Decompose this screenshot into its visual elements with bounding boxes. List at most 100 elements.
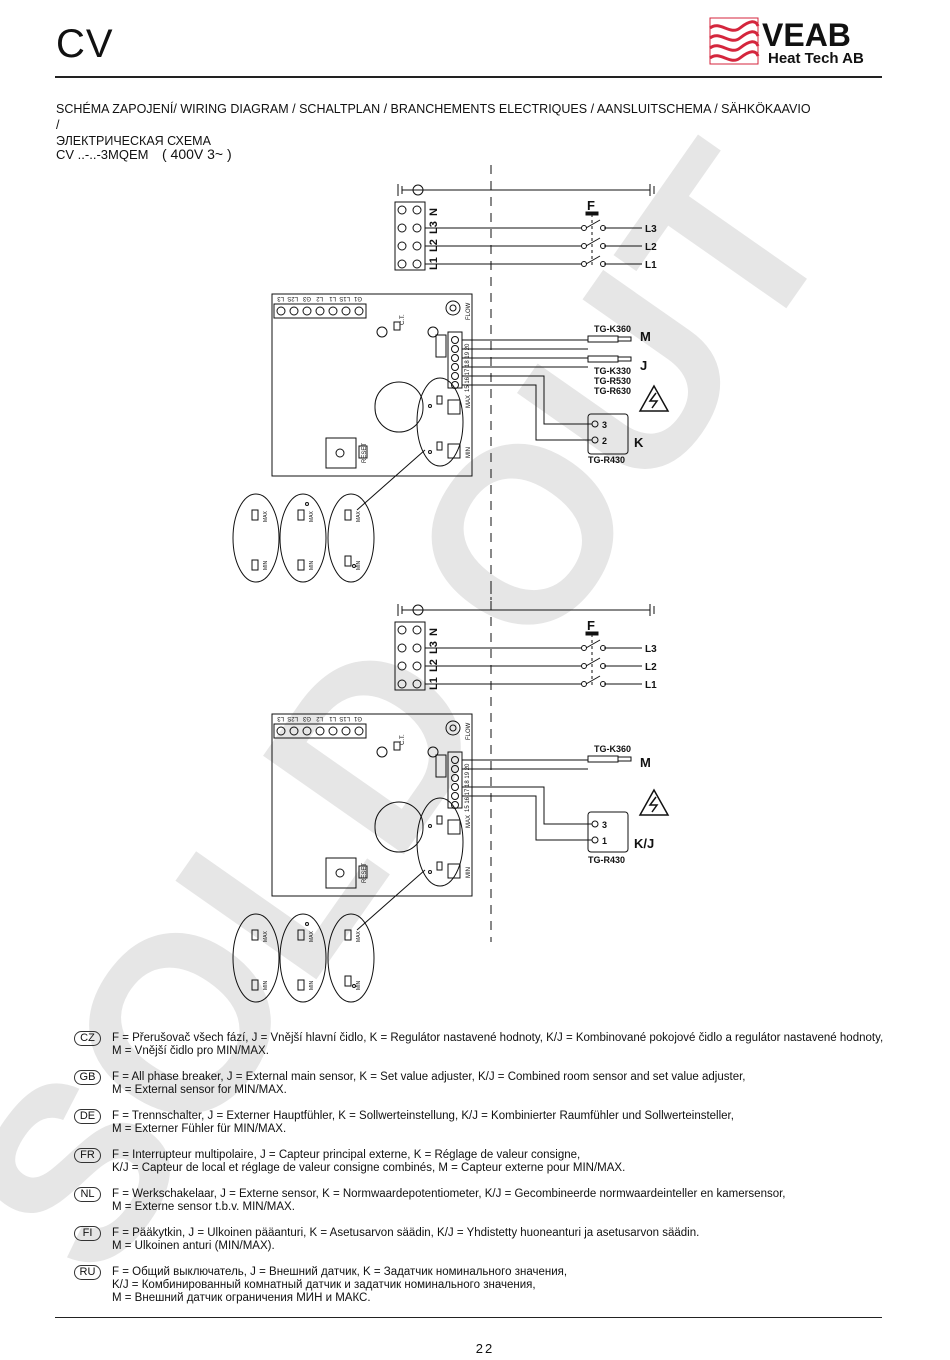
ground-right-icon bbox=[649, 184, 655, 196]
language-code-badge: FI bbox=[74, 1226, 101, 1241]
phase-label-l1: L1 bbox=[645, 680, 657, 691]
reset-button bbox=[325, 437, 357, 469]
control-board bbox=[271, 713, 473, 897]
sensor-m-label: M bbox=[640, 329, 651, 344]
board-label-l1s: L1S bbox=[339, 295, 350, 301]
legend-line: K/J = Capteur de local et réglage de val… bbox=[112, 1162, 626, 1174]
logo-wave-icon bbox=[709, 17, 760, 65]
oval3-max: MAX bbox=[356, 511, 362, 523]
model-code: CV ..-..-3MQEM bbox=[56, 147, 149, 162]
legend-line: F = Přerušovač všech fází, J = Vnější hl… bbox=[112, 1032, 884, 1044]
relay bbox=[374, 801, 424, 853]
k-model: TG-R430 bbox=[588, 455, 625, 465]
oval3-min: MIN bbox=[356, 980, 362, 990]
legend-line: F = Trennschalter, J = Externer Hauptfüh… bbox=[112, 1110, 734, 1122]
breaker-label: F bbox=[587, 618, 595, 633]
ground-right-icon bbox=[649, 604, 655, 616]
oval1-min: MIN bbox=[263, 560, 269, 570]
reset-button bbox=[325, 857, 357, 889]
language-code-badge: NL bbox=[74, 1187, 101, 1202]
legend-line: K/J = Комбинированный комнатный датчик и… bbox=[112, 1279, 536, 1291]
combined-sensor-kj bbox=[587, 811, 629, 853]
board-label-l2: L2 bbox=[316, 715, 323, 721]
ground-left-icon bbox=[397, 604, 403, 616]
board-label-g3: G3 bbox=[302, 295, 311, 301]
kj-label: K/J bbox=[634, 836, 654, 851]
board-top-terminals bbox=[273, 303, 367, 319]
legend-line: M = Externe sensor t.b.v. MIN/MAX. bbox=[112, 1201, 295, 1213]
language-code-badge: FR bbox=[74, 1148, 101, 1163]
board-label-l2s: L2S bbox=[287, 715, 298, 721]
language-code-badge: CZ bbox=[74, 1031, 101, 1046]
minmax-detail-ovals bbox=[232, 493, 375, 583]
phase-label-l3: L3 bbox=[645, 224, 657, 235]
board-label-reset: RESET bbox=[362, 443, 368, 463]
electrical-warning-icon bbox=[638, 384, 670, 412]
phase-label-l3: L3 bbox=[645, 644, 657, 655]
board-label-l1s: L1S bbox=[339, 715, 350, 721]
oval3-min: MIN bbox=[356, 560, 362, 570]
sensor-m-probe-icon bbox=[587, 755, 632, 763]
minmax-detail-ovals bbox=[232, 913, 375, 1003]
oval3-max: MAX bbox=[356, 931, 362, 943]
page-title: CV bbox=[56, 22, 114, 66]
phase-label-l1: L1 bbox=[645, 260, 657, 271]
logo-brand-name: VEAB bbox=[762, 17, 851, 53]
board-label-flow: FLOW bbox=[466, 302, 472, 320]
zoom-pointer-line bbox=[356, 449, 426, 511]
ground-left-icon bbox=[397, 184, 403, 196]
neutral-screw bbox=[412, 604, 424, 616]
legend-line: F = Pääkytkin, J = Ulkoinen pääanturi, K… bbox=[112, 1227, 700, 1239]
sensor-j-label: J bbox=[640, 358, 647, 373]
language-code-badge: GB bbox=[74, 1070, 101, 1085]
sensor-j-model-2: TG-R530 bbox=[594, 376, 631, 386]
oval1-min: MIN bbox=[263, 980, 269, 990]
legend-line: F = Общий выключатель, J = Внешний датчи… bbox=[112, 1266, 568, 1278]
language-code-badge: DE bbox=[74, 1109, 101, 1124]
terminal-label-n: N bbox=[428, 208, 440, 216]
legend-line: M = Ulkoinen anturi (MIN/MAX). bbox=[112, 1240, 275, 1252]
kj-terminal-1: 1 bbox=[602, 836, 607, 846]
electrical-warning-icon bbox=[638, 788, 670, 816]
header-rule bbox=[55, 76, 882, 78]
heading-line-2: ЭЛЕКТРИЧЕСКАЯ СХЕМА bbox=[56, 134, 211, 148]
kj-terminal-3: 3 bbox=[602, 820, 607, 830]
board-label-flow: FLOW bbox=[466, 722, 472, 740]
oval2-max: MAX bbox=[309, 511, 315, 523]
oval2-min: MIN bbox=[309, 980, 315, 990]
minmax-zoom-ellipse bbox=[416, 377, 464, 467]
phase-label-l2: L2 bbox=[645, 662, 657, 673]
sensor-m-probe-icon bbox=[587, 335, 632, 343]
oval1-max: MAX bbox=[263, 511, 269, 523]
board-label-g1: G1 bbox=[353, 295, 362, 301]
page-number: 22 bbox=[475, 1341, 495, 1356]
sensor-m-label: M bbox=[640, 755, 651, 770]
zoom-pointer-line bbox=[356, 869, 426, 931]
footer-rule bbox=[55, 1317, 882, 1318]
board-label-reset: RESET bbox=[362, 863, 368, 883]
legend-line: M = Vnější čidlo pro MIN/MAX. bbox=[112, 1045, 269, 1057]
breaker-label: F bbox=[587, 198, 595, 213]
flow-sensor-icon bbox=[445, 300, 461, 316]
sensor-j-probe-icon bbox=[587, 355, 632, 363]
kj-model: TG-R430 bbox=[588, 855, 625, 865]
board-label-g3: G3 bbox=[302, 715, 311, 721]
board-label-max: MAX bbox=[466, 395, 472, 408]
relay bbox=[374, 381, 424, 433]
k-terminal-2: 2 bbox=[602, 436, 607, 446]
board-label-min: MIN bbox=[466, 867, 472, 878]
neutral-screw bbox=[412, 184, 424, 196]
legend-line: M = Externer Fühler für MIN/MAX. bbox=[112, 1123, 287, 1135]
board-label-max: MAX bbox=[466, 815, 472, 828]
terminal-block bbox=[394, 201, 426, 271]
terminal-label-n: N bbox=[428, 628, 440, 636]
sensor-m-model: TG-K360 bbox=[594, 744, 631, 754]
terminal-block bbox=[394, 621, 426, 691]
legend-line: F = Werkschakelaar, J = Externe sensor, … bbox=[112, 1188, 786, 1200]
minmax-zoom-ellipse bbox=[416, 797, 464, 887]
oval2-max: MAX bbox=[309, 931, 315, 943]
sensor-m-model: TG-K360 bbox=[594, 324, 631, 334]
board-label-l1: L1 bbox=[329, 295, 336, 301]
logo-brand-sub: Heat Tech AB bbox=[768, 50, 864, 67]
